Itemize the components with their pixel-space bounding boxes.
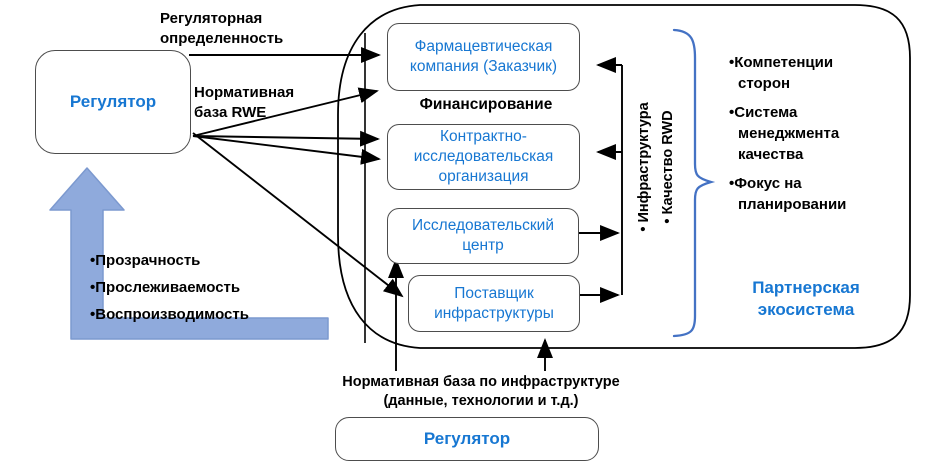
regulator-bottom-box: Регулятор (335, 417, 599, 461)
infra-provider-box: Поставщик инфраструктуры (408, 275, 580, 332)
label-financing: Финансирование (419, 96, 553, 113)
ecosystem-quality-bullet-list: •Компетенции сторон •Система менеджмента… (729, 52, 889, 223)
cro-label: Контрактно- исследовательская организаци… (413, 128, 554, 185)
research-center-box: Исследовательский центр (387, 208, 579, 264)
label-regulatory-certainty: Регуляторная определенность (160, 10, 284, 47)
cro-box: Контрактно- исследовательская организаци… (387, 124, 580, 190)
list-item: •Прослеживаемость (90, 279, 241, 296)
research-center-label: Исследовательский центр (412, 217, 554, 254)
pharma-company-label: Фармацевтическая компания (Заказчик) (409, 38, 558, 75)
ecosystem-title: Партнерская экосистема (752, 278, 860, 319)
arrow-rwe-to-cro-1 (192, 130, 380, 147)
regulator-bottom-label: Регулятор (423, 429, 511, 448)
infra-provider-label: Поставщик инфраструктуры (434, 284, 554, 322)
rotated-label-rwd-quality: • Качество RWD (660, 110, 676, 224)
list-item: •Система менеджмента качества (729, 104, 840, 163)
list-item: •Воспроизводимость (90, 306, 249, 323)
arrow-rwe-to-cro-2 (192, 135, 381, 165)
regulator-left-box: Регулятор (35, 50, 191, 154)
ecosystem-brace (672, 28, 716, 338)
transparency-bullet-list: •Прозрачность •Прослеживаемость •Воспрои… (90, 247, 249, 328)
rotated-label-infrastructure: • Инфраструктура (636, 102, 652, 232)
label-infra-framework: Нормативная база по инфраструктуре (данн… (342, 374, 620, 409)
list-item: •Прозрачность (90, 252, 201, 269)
label-rwe-framework: Нормативная база RWE (194, 84, 295, 121)
list-item: •Фокус на планировании (729, 175, 847, 213)
list-item: •Компетенции сторон (729, 54, 834, 92)
pharma-company-box: Фармацевтическая компания (Заказчик) (387, 23, 580, 91)
regulator-left-label: Регулятор (69, 92, 157, 111)
